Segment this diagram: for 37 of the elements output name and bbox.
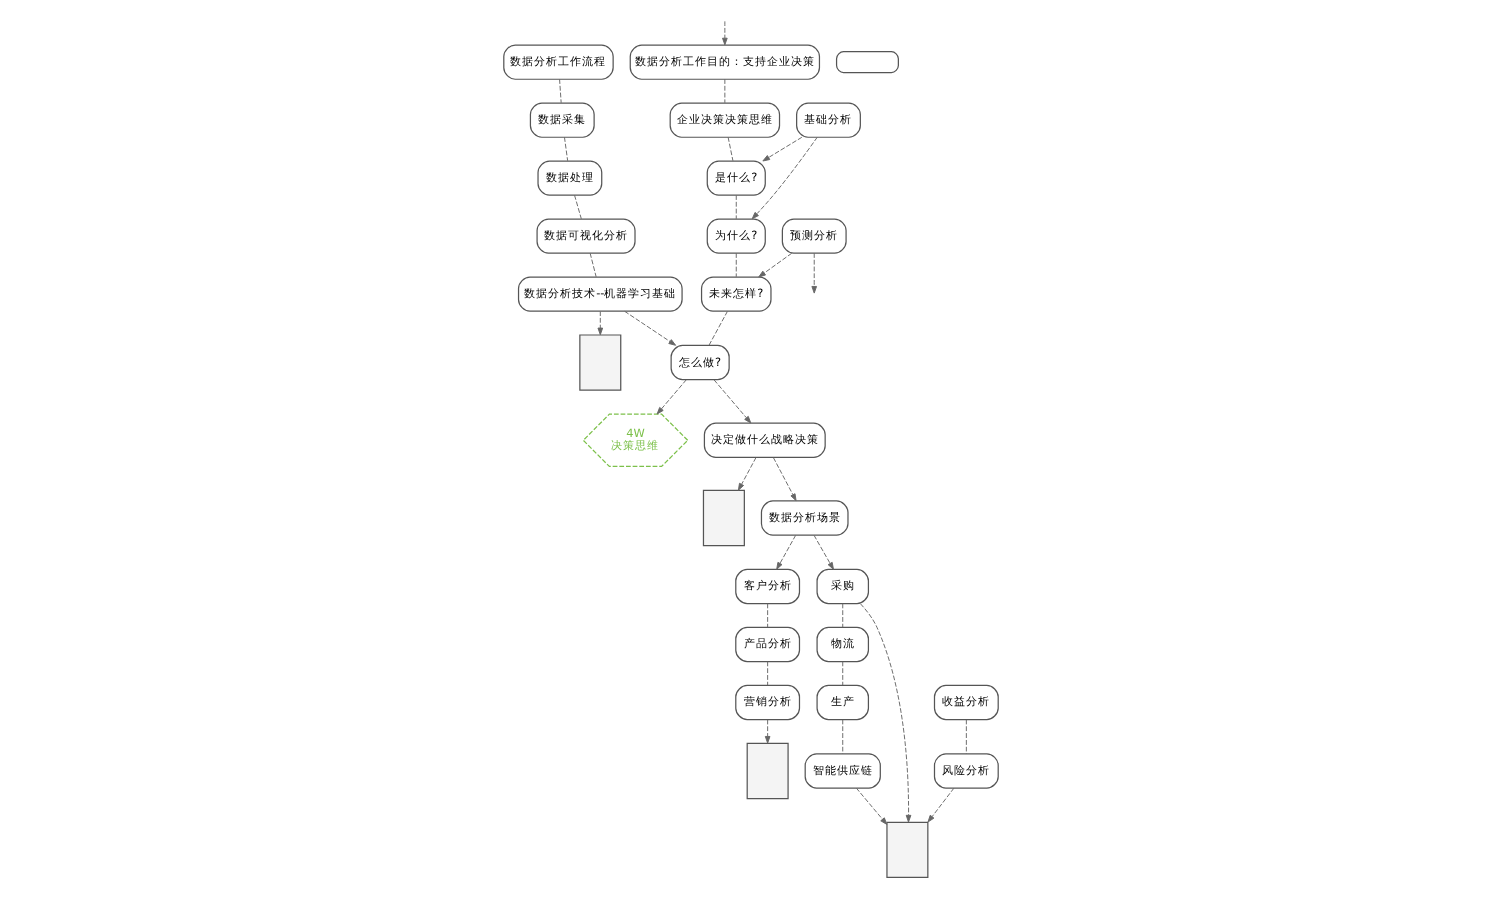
connector bbox=[766, 661, 768, 686]
arrow bbox=[763, 719, 770, 744]
connector bbox=[707, 311, 727, 346]
node-box bbox=[578, 334, 621, 391]
arrow bbox=[655, 379, 686, 415]
arrow bbox=[736, 457, 756, 491]
arrow bbox=[712, 379, 751, 424]
node-box bbox=[834, 51, 898, 74]
arrow bbox=[810, 252, 817, 294]
connector bbox=[766, 603, 768, 628]
arrow bbox=[926, 787, 954, 823]
connector bbox=[841, 603, 843, 628]
connector bbox=[723, 78, 725, 104]
connector bbox=[734, 194, 736, 220]
connector bbox=[726, 136, 733, 162]
arrow bbox=[761, 136, 802, 162]
arrow bbox=[623, 310, 676, 346]
connector bbox=[588, 252, 596, 278]
arrow bbox=[775, 534, 796, 570]
arrow bbox=[859, 603, 911, 823]
arrow bbox=[771, 457, 796, 502]
connector bbox=[563, 136, 568, 162]
arrow bbox=[855, 787, 887, 825]
connector bbox=[964, 719, 966, 755]
node-box bbox=[745, 742, 788, 800]
node-box bbox=[885, 821, 928, 879]
node-box bbox=[701, 489, 744, 547]
arrow bbox=[757, 252, 792, 278]
arrow bbox=[812, 534, 833, 570]
connector bbox=[841, 661, 843, 686]
connector bbox=[558, 78, 561, 104]
connector bbox=[573, 194, 581, 220]
arrow bbox=[596, 311, 603, 336]
connector bbox=[734, 252, 736, 278]
connector bbox=[841, 719, 843, 755]
arrow bbox=[721, 20, 727, 46]
arrow bbox=[750, 136, 817, 220]
